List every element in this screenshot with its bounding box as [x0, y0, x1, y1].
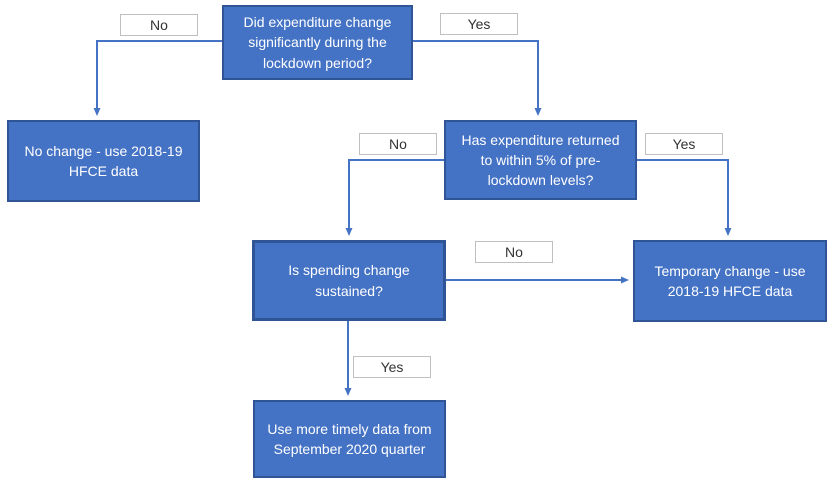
- node-outcome-no-change-text: No change - use 2018-19 HFCE data: [24, 142, 183, 179]
- edge-label-q1-no-text: No: [150, 17, 168, 33]
- node-question-spending-sustained-text: Is spending change sustained?: [288, 262, 410, 299]
- connector-q2-q3: [345, 159, 444, 236]
- node-question-returned-to-pre-lockdown-text: Has expenditure returned to within 5% of…: [461, 131, 620, 189]
- node-question-expenditure-change-text: Did expenditure change significantly dur…: [243, 14, 392, 71]
- edge-label-q3-no-text: No: [505, 244, 523, 260]
- edge-label-q2-yes-text: Yes: [672, 136, 696, 152]
- connector-q2-temporary: [637, 159, 732, 236]
- node-outcome-temporary-change-text: Temporary change - use 2018-19 HFCE data: [654, 262, 806, 299]
- node-outcome-timely-data: Use more timely data from September 2020…: [253, 400, 446, 478]
- edge-label-q2-yes: Yes: [645, 133, 723, 155]
- connector-q1-nochange: [93, 40, 222, 116]
- connector-q1-q2: [412, 40, 542, 116]
- edge-label-q3-yes: Yes: [353, 356, 431, 378]
- node-question-returned-to-pre-lockdown: Has expenditure returned to within 5% of…: [444, 120, 637, 200]
- edge-label-q2-no: No: [359, 133, 437, 155]
- node-question-spending-sustained: Is spending change sustained?: [252, 240, 446, 321]
- edge-label-q1-yes-text: Yes: [467, 16, 491, 32]
- edge-label-q2-no-text: No: [389, 136, 407, 152]
- node-outcome-no-change: No change - use 2018-19 HFCE data: [7, 120, 200, 202]
- node-outcome-timely-data-text: Use more timely data from September 2020…: [267, 420, 432, 457]
- edge-label-q3-yes-text: Yes: [380, 359, 404, 375]
- edge-label-q1-yes: Yes: [440, 13, 518, 35]
- node-question-expenditure-change: Did expenditure change significantly dur…: [222, 5, 413, 80]
- edge-label-q3-no: No: [475, 241, 553, 263]
- edge-label-q1-no: No: [120, 14, 198, 36]
- node-outcome-temporary-change: Temporary change - use 2018-19 HFCE data: [633, 240, 827, 322]
